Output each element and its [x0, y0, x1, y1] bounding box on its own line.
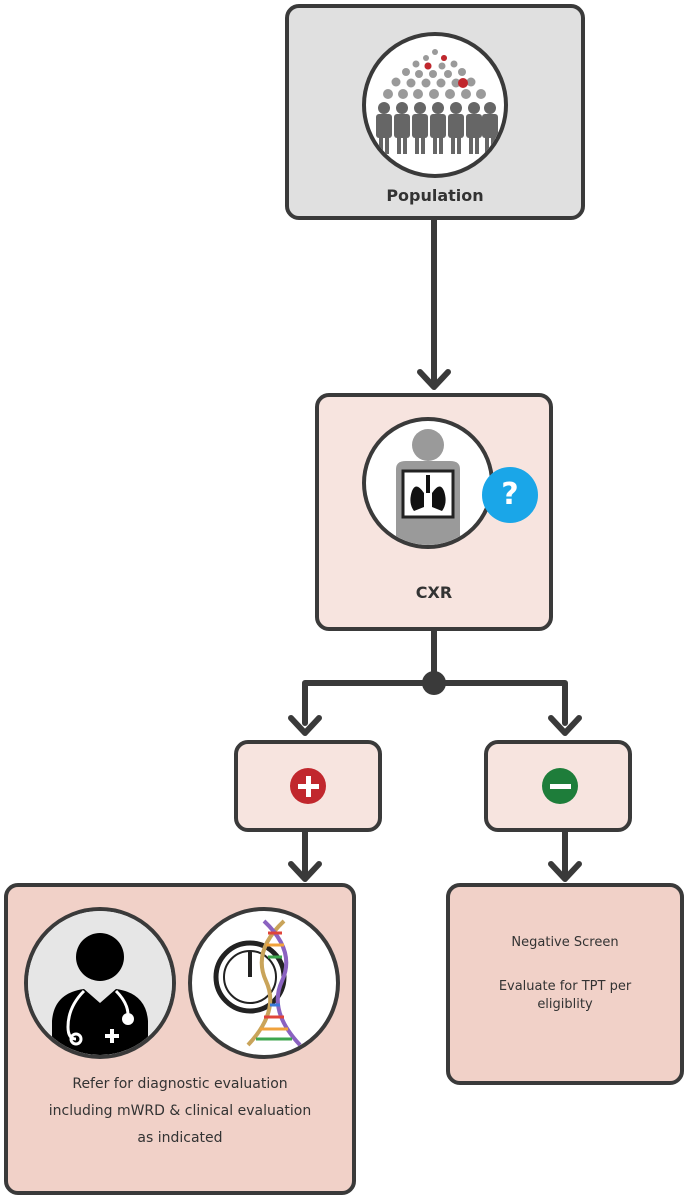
plus-icon	[290, 768, 326, 804]
population-label: Population	[386, 186, 484, 205]
negative-screen-line2: eligiblity	[537, 997, 593, 1012]
refer-text: Refer for diagnostic evaluation includin…	[8, 1071, 352, 1152]
minus-icon	[542, 768, 578, 804]
refer-diagnostic-node: Refer for diagnostic evaluation includin…	[4, 883, 356, 1195]
molecular-test-icon	[188, 907, 340, 1059]
cxr-node: ? CXR	[315, 393, 553, 631]
negative-result-node	[484, 740, 632, 832]
cxr-label: CXR	[415, 583, 453, 602]
arrowhead-positive	[288, 715, 322, 736]
refer-text-line1: Refer for diagnostic evaluation	[72, 1076, 288, 1092]
negative-screen-title: Negative Screen	[511, 935, 619, 950]
arrowhead-negative	[548, 715, 582, 736]
chest-xray-icon	[362, 417, 494, 549]
arrowhead-cxr	[417, 369, 451, 390]
population-crowd-icon	[362, 32, 508, 178]
arrowhead-refer	[288, 861, 322, 882]
question-badge: ?	[482, 467, 538, 523]
negative-screen-line1: Evaluate for TPT per	[498, 979, 632, 994]
positive-result-node	[234, 740, 382, 832]
doctor-icon	[24, 907, 176, 1059]
negative-screen-node: Negative Screen Evaluate for TPT per eli…	[446, 883, 684, 1085]
refer-text-line3: as indicated	[137, 1130, 223, 1146]
split-junction	[422, 671, 446, 695]
population-node: Population	[285, 4, 585, 220]
refer-text-line2: including mWRD & clinical evaluation	[48, 1103, 312, 1119]
arrowhead-negative-screen	[548, 861, 582, 882]
